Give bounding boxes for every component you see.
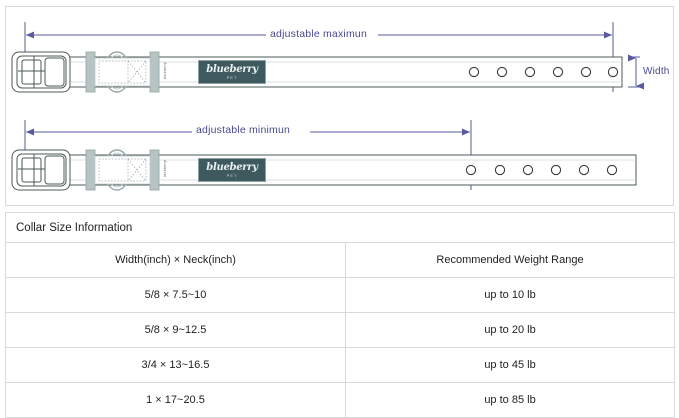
table-row: 5/8 × 9~12.5 up to 20 lb (5, 312, 676, 348)
collar-size-table: Collar Size Information Width(inch) × Ne… (4, 212, 676, 418)
table-header-row: Width(inch) × Neck(inch) Recommended Wei… (5, 242, 676, 278)
width-dimension-label: Width (643, 66, 670, 77)
brand-sub-text: PET (226, 74, 238, 80)
brand-name-text: blueberry (206, 161, 258, 173)
cell-weight: up to 45 lb (344, 347, 676, 383)
strap-vertical-text-bottom: blueberry (163, 160, 167, 177)
table-row: 1 × 17~20.5 up to 85 lb (5, 382, 676, 418)
table-title-row: Collar Size Information (4, 212, 676, 243)
brand-sub-text: PET (226, 172, 238, 178)
adjustable-maximum-label: adjustable maximun (270, 28, 367, 40)
brand-name-text: blueberry (206, 63, 258, 75)
adjustable-minimum-label: adjustable minimun (196, 124, 291, 136)
cell-size: 3/4 × 13~16.5 (5, 347, 346, 383)
brand-patch-top: blueberry PET (198, 60, 266, 84)
strap-vertical-text-top: blueberry (163, 62, 167, 79)
cell-weight: up to 85 lb (344, 382, 676, 418)
cell-size: 1 × 17~20.5 (5, 382, 346, 418)
column-header-weight: Recommended Weight Range (344, 242, 676, 278)
table-row: 3/4 × 13~16.5 up to 45 lb (5, 347, 676, 383)
collar-illustration (11, 22, 644, 191)
cell-size: 5/8 × 9~12.5 (5, 312, 346, 348)
brand-patch-bottom: blueberry PET (198, 158, 266, 182)
table-row: 5/8 × 7.5~10 up to 10 lb (5, 277, 676, 313)
diagram-frame-border (5, 6, 674, 206)
cell-size: 5/8 × 7.5~10 (5, 277, 346, 313)
collar-diagram-area: adjustable maximun adjustable minimun Wi… (5, 6, 674, 206)
cell-weight: up to 20 lb (344, 312, 676, 348)
column-header-size: Width(inch) × Neck(inch) (5, 242, 346, 278)
cell-weight: up to 10 lb (344, 277, 676, 313)
table-title: Collar Size Information (4, 212, 676, 243)
